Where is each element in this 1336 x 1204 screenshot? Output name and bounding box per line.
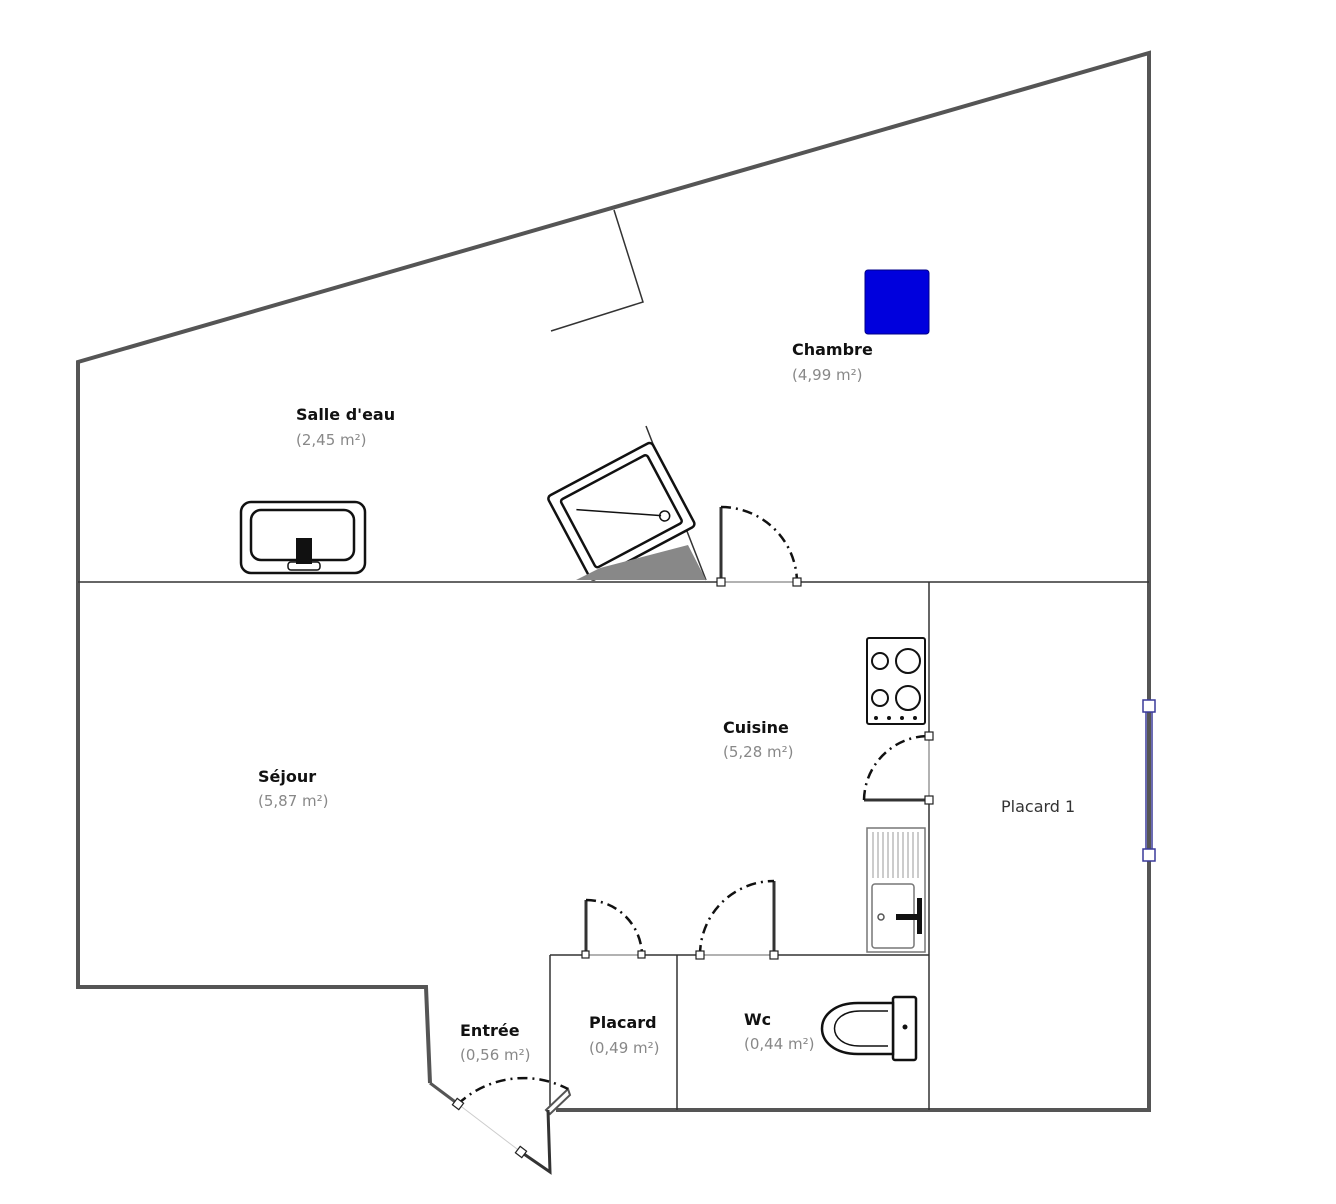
door-placard[interactable] xyxy=(581,898,646,959)
room-area-salle-eau: (2,45 m²) xyxy=(296,431,367,449)
partition-wall-diagonal xyxy=(550,209,644,332)
toilet-icon xyxy=(820,995,918,1062)
room-label-placard1: Placard 1 xyxy=(1001,797,1075,816)
room-label-placard: Placard xyxy=(589,1013,657,1032)
room-label-chambre: Chambre xyxy=(792,340,873,359)
room-label-salle-eau: Salle d'eau xyxy=(296,405,395,424)
window-right-wall[interactable] xyxy=(1142,699,1156,862)
exterior-wall xyxy=(76,50,1151,1112)
room-area-entree: (0,56 m²) xyxy=(460,1046,531,1064)
room-area-sejour: (5,87 m²) xyxy=(258,792,329,810)
room-label-cuisine: Cuisine xyxy=(723,718,789,737)
door-placard1[interactable] xyxy=(862,731,934,805)
room-label-sejour: Séjour xyxy=(258,767,316,786)
door-entree[interactable] xyxy=(429,1076,572,1175)
room-area-cuisine: (5,28 m²) xyxy=(723,743,794,761)
room-area-chambre: (4,99 m²) xyxy=(792,366,863,384)
room-area-wc: (0,44 m²) xyxy=(744,1035,815,1053)
hob-icon xyxy=(866,637,926,725)
blue-marker-square[interactable] xyxy=(864,269,930,335)
room-area-placard: (0,49 m²) xyxy=(589,1039,660,1057)
kitchen-sink-icon xyxy=(866,827,926,953)
room-label-wc: Wc xyxy=(744,1010,771,1029)
door-chambre[interactable] xyxy=(716,505,802,587)
wash-basin-icon xyxy=(239,500,367,575)
room-label-entree: Entrée xyxy=(460,1021,520,1040)
shower-shade xyxy=(576,545,706,580)
shower-tray-icon xyxy=(547,441,696,581)
door-wc[interactable] xyxy=(695,879,779,960)
